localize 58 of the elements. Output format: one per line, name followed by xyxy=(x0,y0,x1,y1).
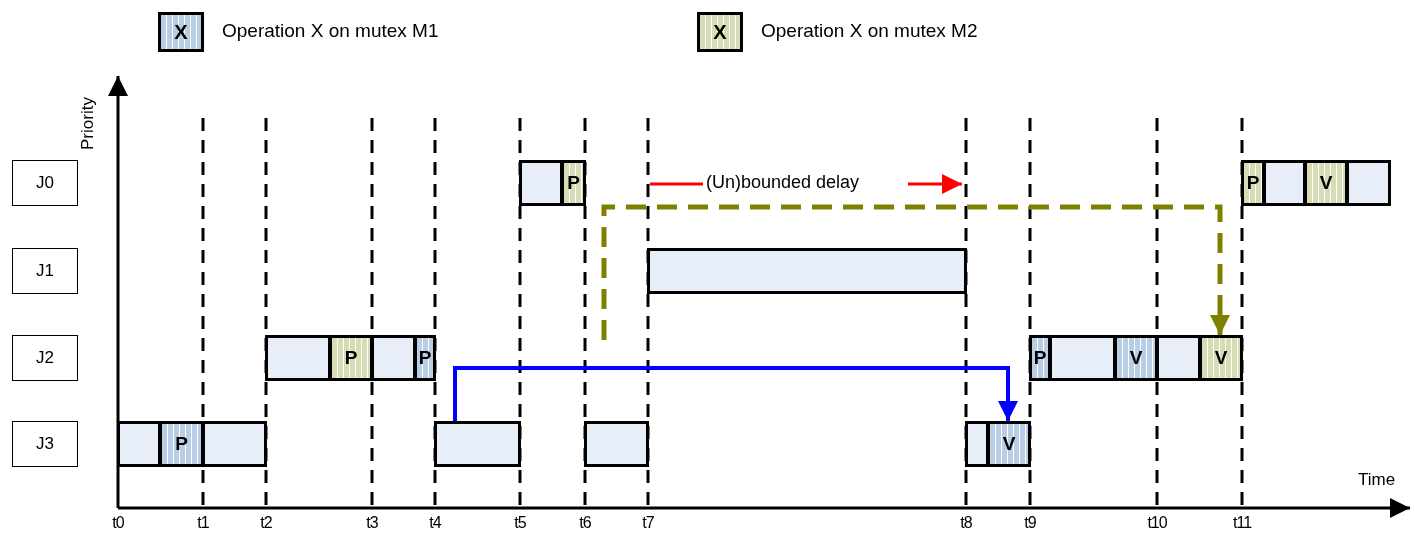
operation-letter: P xyxy=(1246,172,1260,194)
time-tick-label: t7 xyxy=(642,514,654,532)
axis-title: Priority xyxy=(78,97,98,150)
execution-segment xyxy=(965,421,989,467)
operation-letter: P xyxy=(418,347,432,369)
task-label-box: J3 xyxy=(12,421,78,467)
operation-letter: V xyxy=(1129,347,1143,369)
execution-segment xyxy=(1156,335,1201,381)
legend-symbol: X xyxy=(713,20,727,44)
task-label-box: J1 xyxy=(12,248,78,294)
time-tick-label: t11 xyxy=(1232,514,1252,532)
mutex-operation-cell xyxy=(159,421,204,467)
task-label-box: J2 xyxy=(12,335,78,381)
mutex-operation-cell xyxy=(414,335,436,381)
mutex-operation-cell xyxy=(329,335,373,381)
time-tick-label: t9 xyxy=(1024,514,1036,532)
execution-segment xyxy=(584,421,649,467)
operation-letter: V xyxy=(1214,347,1228,369)
execution-segment xyxy=(117,421,161,467)
arrow xyxy=(601,204,1230,340)
legend-text: Operation X on mutex M2 xyxy=(761,20,978,42)
time-tick-label: t6 xyxy=(579,514,591,532)
mutex-operation-cell xyxy=(1029,335,1051,381)
legend-symbol: X xyxy=(174,20,188,44)
axis-title: Time xyxy=(1358,470,1396,490)
arrow xyxy=(453,366,1018,421)
time-tick-label: t5 xyxy=(514,514,526,532)
execution-segment xyxy=(265,335,331,381)
mutex-operation-cell xyxy=(1114,335,1158,381)
mutex-operation-cell xyxy=(561,160,586,206)
operation-letter: P xyxy=(1033,347,1047,369)
execution-segment xyxy=(1346,160,1391,206)
task-label-box: J0 xyxy=(12,160,78,206)
legend-text: Operation X on mutex M1 xyxy=(222,20,439,42)
time-tick-label: t4 xyxy=(429,514,441,532)
operation-letter: P xyxy=(567,172,580,194)
time-tick-label: t8 xyxy=(960,514,972,532)
execution-segment xyxy=(434,421,521,467)
operation-letter: P xyxy=(175,433,188,455)
delay-label: (Un)bounded delay xyxy=(706,172,860,193)
operation-letter: V xyxy=(1002,433,1016,455)
execution-segment xyxy=(1049,335,1116,381)
mutex-operation-cell xyxy=(1241,160,1265,206)
execution-segment xyxy=(519,160,563,206)
time-tick-label: t1 xyxy=(197,514,209,532)
time-tick-label: t10 xyxy=(1147,514,1167,532)
time-tick-label: t2 xyxy=(260,514,272,532)
operation-letter: V xyxy=(1319,172,1333,194)
execution-segment xyxy=(202,421,267,467)
time-tick-label: t0 xyxy=(112,514,124,532)
mutex-operation-cell xyxy=(987,421,1031,467)
operation-letter: P xyxy=(344,347,358,369)
mutex-operation-cell xyxy=(1199,335,1243,381)
time-tick-label: t3 xyxy=(366,514,378,532)
mutex-operation-cell xyxy=(1304,160,1348,206)
execution-segment xyxy=(371,335,416,381)
execution-segment xyxy=(1263,160,1306,206)
execution-segment xyxy=(647,248,967,294)
